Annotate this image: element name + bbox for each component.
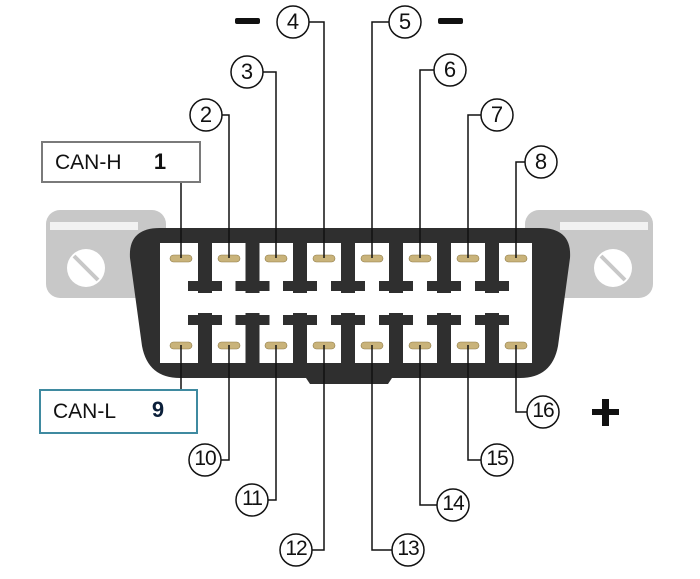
separator-top-foot (475, 281, 509, 291)
leader-line-12 (311, 345, 325, 551)
pin-number-3: 3 (240, 59, 254, 84)
separator-bottom (437, 313, 451, 363)
separator-top-foot (283, 281, 317, 291)
can-h-label: CAN-H (55, 151, 122, 174)
pin-circle-5 (388, 5, 422, 39)
separator-bottom-foot (235, 315, 270, 325)
separator-top-foot (427, 281, 461, 291)
pin-number-14: 14 (442, 492, 464, 515)
can-l-label: CAN-L (53, 400, 117, 423)
separator-top (437, 243, 451, 293)
leader-line-13 (371, 345, 393, 551)
pin-number-13: 13 (397, 537, 419, 560)
pin-number-16: 16 (532, 399, 554, 422)
leader-line-16 (515, 345, 528, 413)
separator-bottom (245, 313, 260, 363)
pin-circle-6 (433, 53, 467, 87)
separator-top (485, 243, 499, 293)
separator-top (245, 243, 260, 293)
pin-number-12: 12 (285, 537, 307, 560)
separator-bottom-foot (331, 315, 365, 325)
pin-circle-2 (189, 98, 223, 132)
leader-line-3 (262, 71, 277, 258)
separator-top-foot (379, 281, 413, 291)
pin-circle-16 (526, 395, 560, 429)
plus-sign-pin16 (592, 399, 619, 426)
separator-top (293, 243, 307, 293)
pin-number-11: 11 (242, 487, 263, 510)
can-l-callout: CAN-L (39, 389, 198, 434)
pin-number-9: 9 (151, 397, 165, 422)
leader-line-10 (220, 345, 230, 461)
separator-top (341, 243, 355, 293)
minus-sign-pin5 (438, 18, 463, 24)
separator-bottom-foot (283, 315, 317, 325)
pin-circle-13 (391, 533, 425, 567)
leader-line-4 (308, 21, 325, 258)
pin-number-10: 10 (194, 447, 216, 470)
separator-bottom (485, 313, 499, 363)
separator-bottom-foot (427, 315, 461, 325)
pin-circle-4 (276, 5, 310, 39)
pin-number-8: 8 (534, 149, 548, 174)
can-h-callout: CAN-H (41, 141, 201, 183)
leader-line-15 (467, 345, 482, 461)
pin-number-1: 1 (153, 149, 167, 174)
pin-circle-8 (524, 145, 558, 179)
separator-bottom (198, 313, 212, 363)
separator-bottom-foot (475, 315, 509, 325)
separator-bottom-foot (379, 315, 413, 325)
separator-top-foot (188, 281, 222, 291)
pin-circle-11 (235, 483, 269, 517)
leader-line-2 (221, 114, 230, 258)
leader-lines (173, 21, 528, 551)
pin-number-4: 4 (286, 9, 300, 34)
separator-top (198, 243, 212, 293)
leader-line-11 (267, 345, 277, 501)
leader-line-14 (419, 345, 438, 506)
separator-top-foot (235, 281, 270, 291)
pin-number-7: 7 (490, 102, 504, 127)
pin-circle-12 (279, 533, 313, 567)
separator-bottom-foot (188, 315, 222, 325)
pin-circle-7 (480, 98, 514, 132)
leader-line-7 (467, 114, 482, 258)
separator-bottom (389, 313, 403, 363)
separator-bottom (341, 313, 355, 363)
separator-bottom (293, 313, 307, 363)
leader-line-8 (515, 161, 526, 258)
leader-line-6 (419, 69, 435, 258)
separator-top-foot (331, 281, 365, 291)
pin-circle-15 (480, 443, 514, 477)
leader-line-5 (371, 21, 390, 258)
pin-number-6: 6 (443, 57, 457, 82)
pin-number-15: 15 (486, 447, 508, 470)
pin-circle-10 (188, 443, 222, 477)
minus-sign-pin4 (235, 18, 260, 24)
pin-circle-14 (436, 488, 470, 522)
pin-number-2: 2 (199, 102, 213, 127)
pin-circle-3 (230, 55, 264, 89)
separator-top (389, 243, 403, 293)
pin-number-5: 5 (398, 9, 412, 34)
